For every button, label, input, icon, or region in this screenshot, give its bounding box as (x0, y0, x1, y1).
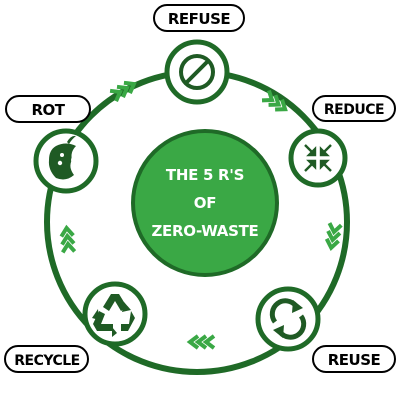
flow-chevron (261, 89, 288, 112)
label-reduce: REDUCE (324, 102, 384, 118)
node-reuse-circle (255, 286, 321, 352)
recycle-icon (92, 294, 135, 337)
center-line-1: THE 5 R'S (166, 166, 244, 184)
label-reduce-pill (312, 95, 396, 122)
label-reuse-pill (312, 345, 396, 373)
label-rot-pill (5, 95, 91, 123)
step-refuse: REFUSE (153, 4, 245, 105)
flow-chevron (59, 224, 77, 254)
flow-chevron (186, 334, 216, 350)
step-rot: ROT (5, 95, 99, 194)
flow-chevron (324, 222, 343, 252)
label-refuse: REFUSE (168, 10, 231, 28)
node-reduce-circle (288, 128, 348, 188)
node-recycle-circle (82, 281, 148, 347)
flow-chevron (109, 80, 137, 102)
step-reduce: REDUCE (288, 95, 396, 188)
label-recycle: RECYCLE (14, 353, 80, 369)
step-reuse: REUSE (255, 286, 396, 373)
label-refuse-pill (153, 4, 245, 32)
refresh-arrows-icon (269, 298, 307, 340)
apple-core-icon (48, 135, 82, 180)
center-line-3: ZERO-WASTE (151, 222, 258, 240)
center-circle (131, 129, 279, 277)
ban-icon (179, 54, 215, 90)
label-rot: ROT (31, 101, 65, 119)
compress-arrows-icon (304, 144, 332, 172)
label-reuse: REUSE (328, 351, 381, 369)
center-line-2: OF (194, 194, 216, 212)
label-recycle-pill (4, 345, 89, 373)
step-recycle: RECYCLE (4, 281, 148, 373)
